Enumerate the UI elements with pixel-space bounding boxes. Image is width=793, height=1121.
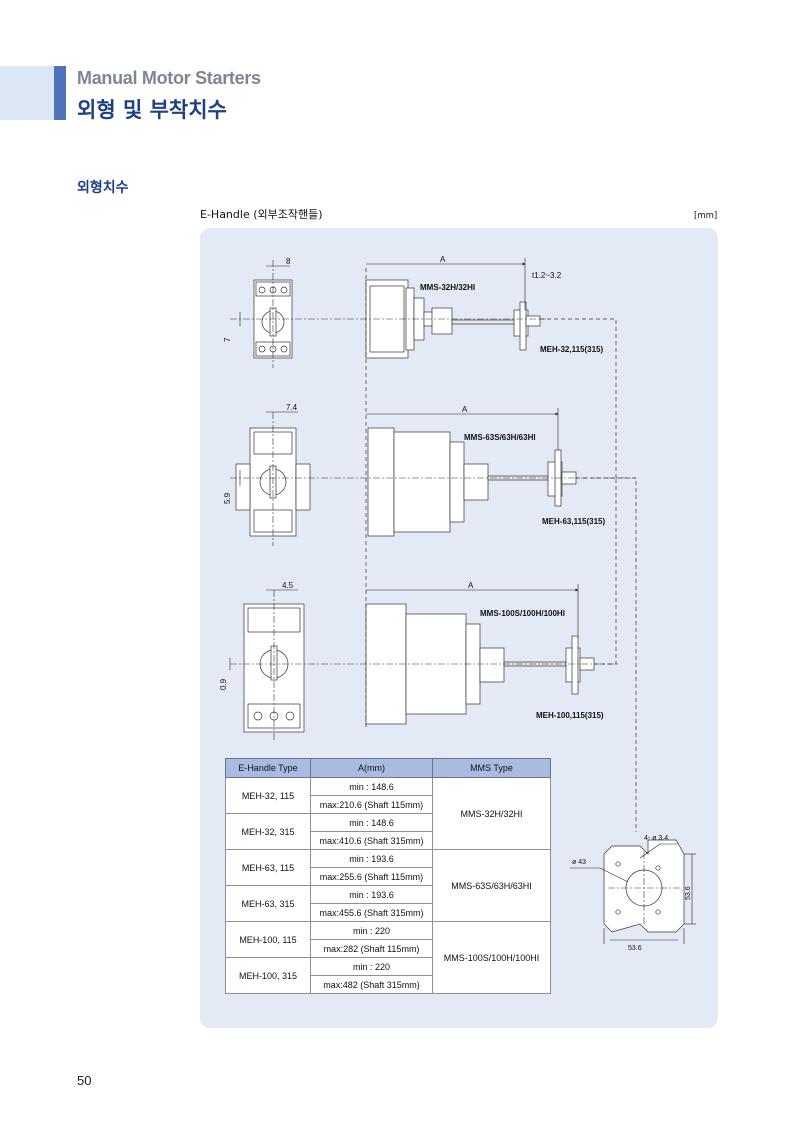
type-cell: MEH-63, 115 xyxy=(225,849,311,886)
dimension-drawing: 8 7 A t1.2~3.2 MMS-32H/32HI MEH-32,115(3… xyxy=(219,255,696,952)
header-accent-bar xyxy=(54,66,66,120)
a-max-cell: max:210.6 (Shaft 115mm) xyxy=(310,795,433,814)
model-label-100: MMS-100S/100H/100HI xyxy=(480,609,565,618)
type-cell: MEH-32, 315 xyxy=(225,813,311,850)
model-label-32: MMS-32H/32HI xyxy=(420,283,475,292)
type-cell: MEH-100, 115 xyxy=(225,921,311,958)
e-handle-spec-table: E-Handle Type A(mm) MMS Type MEH-32, 115… xyxy=(225,758,551,994)
header-accent-band xyxy=(0,66,54,120)
plate-holes-label: 4- ø 3.4 xyxy=(644,835,668,842)
plate-width-label: 53.6 xyxy=(628,945,642,952)
page-number: 50 xyxy=(77,1073,92,1088)
a-max-cell: max:455.6 (Shaft 315mm) xyxy=(310,903,433,922)
table-row: MEH-32, 115 min : 148.6 MMS-32H/32HI xyxy=(225,777,551,850)
a-min-cell: min : 220 xyxy=(310,957,433,976)
a-min-cell: min : 193.6 xyxy=(310,849,433,868)
dim-a-100: A xyxy=(468,581,474,590)
dim-offset-side-100: 0.9 xyxy=(219,678,228,690)
a-min-cell: min : 220 xyxy=(310,921,433,940)
dim-a-32: A xyxy=(440,255,446,264)
mms-type-cell: MMS-63S/63H/63HI xyxy=(432,849,551,922)
col-header-a: A(mm) xyxy=(310,758,433,778)
type-cell: MEH-63, 315 xyxy=(225,885,311,922)
dim-a-63: A xyxy=(462,405,468,414)
table-header-row: E-Handle Type A(mm) MMS Type xyxy=(225,758,551,778)
dim-offset-side-32: 7 xyxy=(223,337,232,342)
a-max-cell: max:282 (Shaft 115mm) xyxy=(310,939,433,958)
dim-offset-top-63: 7.4 xyxy=(286,403,298,412)
plate-height-label: 53.6 xyxy=(685,886,692,900)
a-max-cell: max:255.6 (Shaft 115mm) xyxy=(310,867,433,886)
mms-type-cell: MMS-32H/32HI xyxy=(432,777,551,850)
side-view-mms63 xyxy=(367,427,577,537)
mms-type-cell: MMS-100S/100H/100HI xyxy=(432,921,551,994)
table-row: MEH-63, 115 min : 193.6 MMS-63S/63H/63HI xyxy=(225,849,551,922)
section-subtitle: E-Handle (외부조작핸들) xyxy=(200,208,323,221)
dim-offset-top-100: 4.5 xyxy=(282,581,294,590)
reference-lines xyxy=(365,268,637,832)
dim-offset-top-32: 8 xyxy=(286,257,291,266)
handle-label-63: MEH-63,115(315) xyxy=(542,517,605,526)
col-header-mms: MMS Type xyxy=(432,758,551,778)
table-row: max:482 (Shaft 315mm) xyxy=(226,975,551,994)
a-min-cell: min : 148.6 xyxy=(310,813,433,832)
a-max-cell: max:410.6 (Shaft 315mm) xyxy=(310,831,433,850)
col-header-type: E-Handle Type xyxy=(225,758,311,778)
dim-thickness: t1.2~3.2 xyxy=(532,271,562,280)
dimension-lines xyxy=(229,258,696,944)
table-row: MEH-32, 315 min : 148.6 xyxy=(225,813,551,850)
a-max-cell: max:482 (Shaft 315mm) xyxy=(310,975,433,994)
page-title: 외형 및 부착치수 xyxy=(77,98,227,122)
section-title: 외형치수 xyxy=(77,180,129,196)
dim-offset-side-63: 5.9 xyxy=(223,492,232,504)
center-lines xyxy=(230,260,680,926)
a-min-cell: min : 193.6 xyxy=(310,885,433,904)
category-title: Manual Motor Starters xyxy=(77,68,261,88)
handle-label-32: MEH-32,115(315) xyxy=(540,345,603,354)
table-row: MEH-100, 115 min : 220 MMS-100S/100H/100… xyxy=(225,921,551,994)
a-min-cell: min : 148.6 xyxy=(310,777,433,796)
type-cell: MEH-100, 315 xyxy=(225,957,311,994)
unit-label: [mm] xyxy=(694,211,718,221)
model-label-63: MMS-63S/63H/63HI xyxy=(464,433,536,442)
type-cell: MEH-32, 115 xyxy=(225,777,311,814)
plate-diameter-label: ø 43 xyxy=(572,859,586,866)
handle-label-100: MEH-100,115(315) xyxy=(536,711,604,720)
